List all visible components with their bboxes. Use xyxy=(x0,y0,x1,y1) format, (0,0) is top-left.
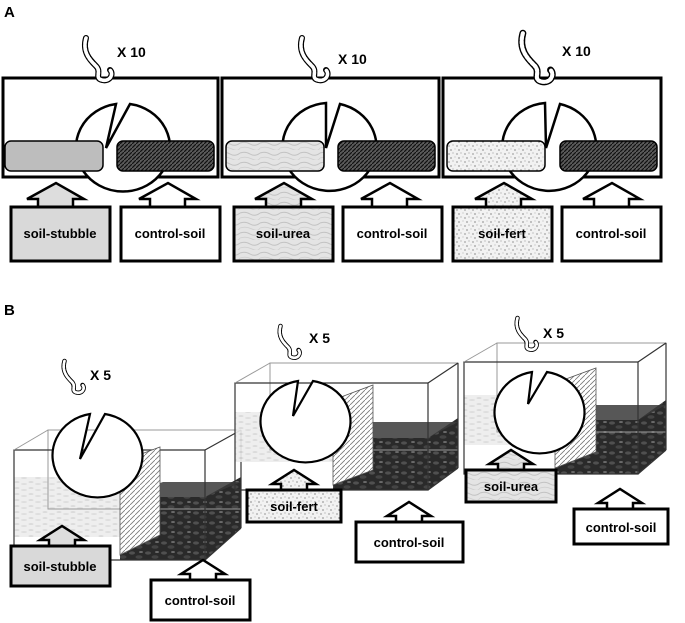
multiplier-label: X 5 xyxy=(90,367,111,383)
multiplier-label: X 10 xyxy=(117,44,146,60)
arrow-up-icon xyxy=(267,468,321,492)
label-box xyxy=(560,205,663,263)
arrow-up-icon xyxy=(360,181,423,209)
fert-soil-tray xyxy=(446,140,546,172)
arrow-up-icon xyxy=(474,181,537,209)
label-box xyxy=(9,544,112,588)
speech-bubble xyxy=(51,412,144,499)
label-box xyxy=(245,488,343,524)
label-box xyxy=(232,205,335,263)
arrow-up-icon xyxy=(138,181,201,209)
label-control-soil: control-soil xyxy=(374,535,445,550)
panel-b-setup-3: X 5 soil-urea control-soil xyxy=(463,315,670,546)
label-soil-urea: soil-urea xyxy=(256,226,311,241)
label-control-soil: control-soil xyxy=(165,593,236,608)
label-box xyxy=(9,205,112,263)
panel-a-setup-3: X 10 xyxy=(441,29,663,193)
panel-a-letter: A xyxy=(4,4,15,21)
earthworm-icon xyxy=(82,35,115,84)
arrow-up-icon xyxy=(176,558,230,582)
label-soil-urea: soil-urea xyxy=(484,479,539,494)
label-soil-fert: soil-fert xyxy=(478,226,526,241)
control-soil-tray xyxy=(116,140,215,172)
label-box xyxy=(341,205,444,263)
arrow-up-icon xyxy=(382,500,436,524)
multiplier-label: X 5 xyxy=(543,325,564,341)
panel-b-setup-1: X 5 soil-stubble control-soil xyxy=(9,358,252,622)
arrow-up-icon xyxy=(484,448,538,472)
label-box xyxy=(464,468,558,504)
arrow-up-icon xyxy=(582,181,645,209)
earthworm-icon xyxy=(298,35,331,84)
multiplier-label: X 10 xyxy=(562,43,591,59)
label-control-soil: control-soil xyxy=(586,520,657,535)
panel-b-setup-2: X 5 soil-fert control-soil xyxy=(234,323,465,564)
stubble-soil-tray xyxy=(4,140,104,172)
panel-a-setup-2: X 10 xyxy=(220,35,441,193)
urea-soil-tray xyxy=(225,140,325,172)
arrow-up-icon xyxy=(254,181,317,209)
label-soil-stubble: soil-stubble xyxy=(24,226,97,241)
earthworm-icon xyxy=(61,358,86,395)
panel-b-letter: B xyxy=(4,302,15,319)
arrow-up-icon xyxy=(593,487,647,511)
panel-a-setup-1: X 10 xyxy=(1,35,220,193)
label-box xyxy=(119,205,222,263)
label-box xyxy=(354,520,465,564)
label-box xyxy=(572,507,670,546)
speech-bubble xyxy=(493,370,586,455)
arrow-up-icon xyxy=(26,181,89,209)
label-control-soil: control-soil xyxy=(357,226,428,241)
label-soil-stubble: soil-stubble xyxy=(24,559,97,574)
speech-bubble xyxy=(259,379,352,464)
control-soil-tray xyxy=(559,140,658,172)
label-soil-fert: soil-fert xyxy=(270,499,318,514)
label-control-soil: control-soil xyxy=(576,226,647,241)
earthworm-icon xyxy=(518,29,556,86)
earthworm-icon xyxy=(277,323,302,360)
control-soil-tray xyxy=(337,140,436,172)
label-box xyxy=(451,205,554,263)
panel-a-labels: soil-stubble control-soil soil-urea cont… xyxy=(9,181,663,263)
earthworm-icon xyxy=(514,315,539,352)
multiplier-label: X 10 xyxy=(338,51,367,67)
multiplier-label: X 5 xyxy=(309,330,330,346)
label-control-soil: control-soil xyxy=(135,226,206,241)
label-box xyxy=(149,578,252,622)
